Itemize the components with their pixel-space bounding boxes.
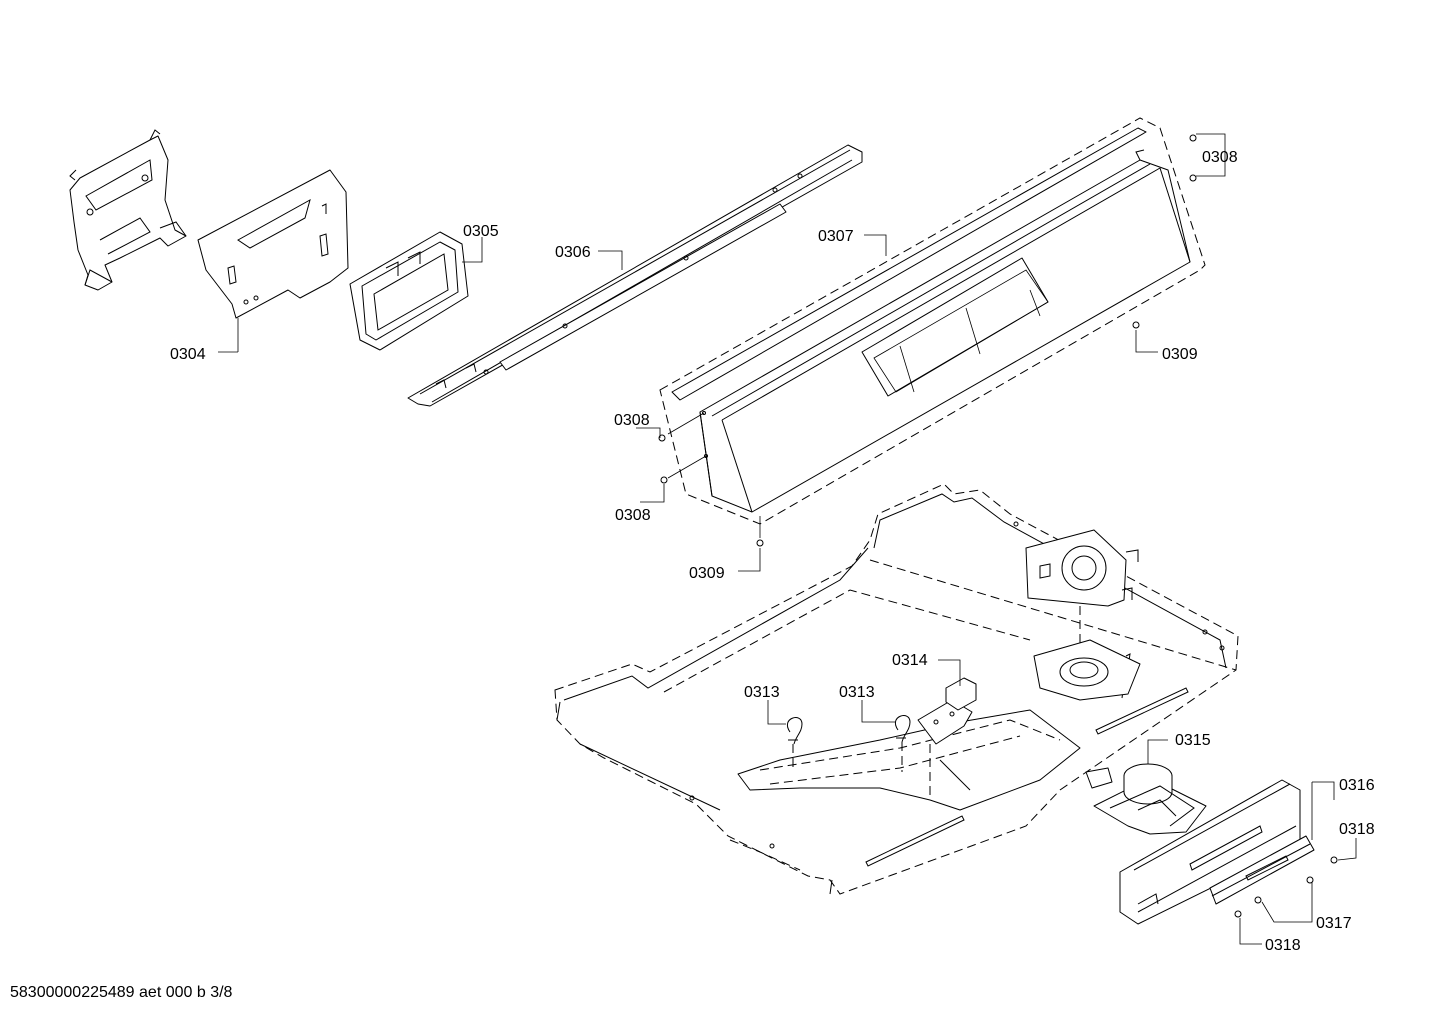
screw-0317	[1306, 876, 1314, 884]
part-0313-clip-left	[787, 717, 803, 772]
part-0307-fascia-panel	[659, 117, 1206, 525]
label-0317: 0317	[1316, 915, 1352, 932]
mounting-bracket-frame	[69, 129, 187, 291]
label-0309-right: 0309	[1162, 346, 1198, 363]
part-0313-clip-right	[895, 715, 911, 772]
cooktop-base-tray	[554, 483, 1239, 895]
part-0316-side-bracket	[1119, 779, 1301, 925]
label-0313-left: 0313	[744, 684, 780, 701]
burner-mount-plate	[1025, 529, 1141, 701]
screw-0308-top-1	[1189, 134, 1197, 142]
callout-lines	[218, 133, 1357, 945]
screw-0309-right	[1132, 321, 1140, 329]
label-0316: 0316	[1339, 777, 1375, 794]
screw-0317-b	[1254, 896, 1262, 904]
label-0306: 0306	[555, 244, 591, 261]
part-0314-valve-bracket	[917, 677, 977, 800]
document-id-footer: 58300000225489 aet 000 b 3/8	[10, 984, 233, 1001]
label-0307: 0307	[818, 228, 854, 245]
screw-0308-top-2	[1189, 174, 1197, 182]
label-0315: 0315	[1175, 732, 1211, 749]
screw-0308-left-2	[660, 476, 668, 484]
screw-0309-bottom	[756, 539, 764, 547]
part-0316-trim-strip	[1209, 835, 1315, 905]
label-0314: 0314	[892, 652, 928, 669]
part-0304-plate	[197, 169, 349, 319]
label-0308-left-lower: 0308	[615, 507, 651, 524]
label-0304: 0304	[170, 346, 206, 363]
part-0305-control-module	[349, 231, 469, 351]
label-0318-upper: 0318	[1339, 821, 1375, 838]
label-0313-right: 0313	[839, 684, 875, 701]
label-0318-lower: 0318	[1265, 937, 1301, 954]
screw-0318-lower	[1234, 910, 1242, 918]
label-0308-top: 0308	[1202, 149, 1238, 166]
part-0306-rail	[407, 144, 863, 407]
label-0305: 0305	[463, 223, 499, 240]
label-0308-left-upper: 0308	[614, 412, 650, 429]
part-0315-motor	[1085, 763, 1207, 835]
label-0309-bottom: 0309	[689, 565, 725, 582]
screw-0308-left-1	[658, 434, 666, 442]
screw-0318-upper	[1330, 856, 1338, 864]
